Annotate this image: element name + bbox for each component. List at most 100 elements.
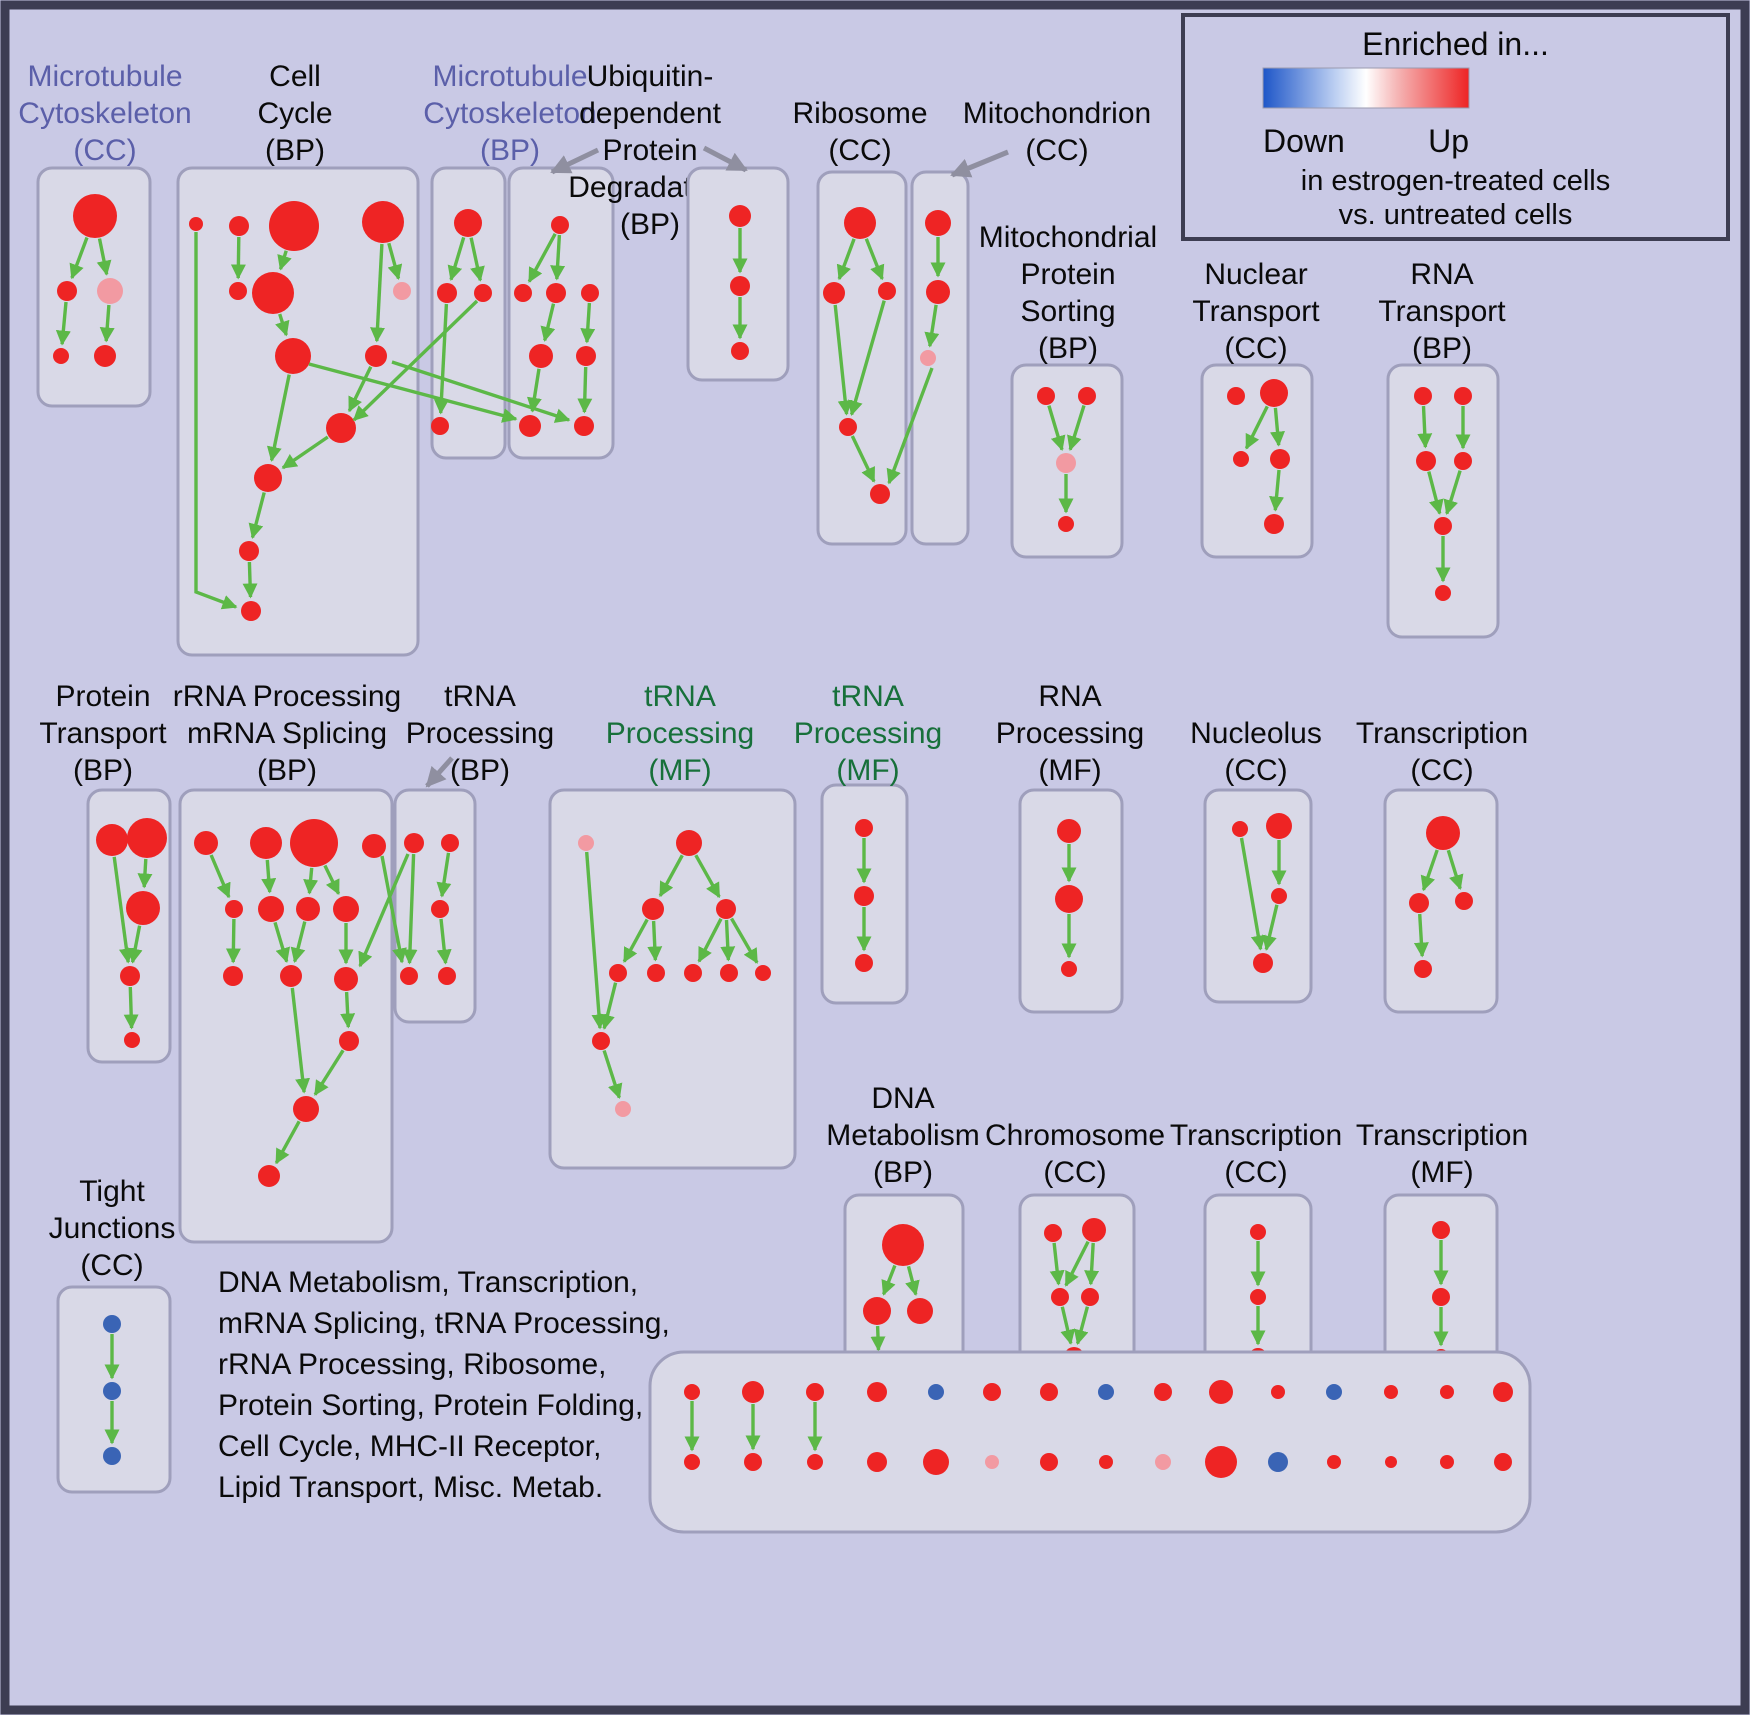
go-term-node bbox=[592, 1032, 610, 1050]
cluster-box bbox=[430, 166, 507, 460]
go-term-node bbox=[514, 284, 532, 302]
go-edge bbox=[1067, 404, 1086, 452]
go-term-node bbox=[1056, 453, 1076, 473]
go-term-node bbox=[326, 413, 356, 443]
go-term-node bbox=[1268, 1452, 1288, 1472]
go-term-node bbox=[53, 348, 69, 364]
go-edge bbox=[436, 918, 452, 965]
go-edge bbox=[261, 859, 277, 894]
go-term-node bbox=[126, 891, 160, 925]
go-term-node bbox=[1264, 514, 1284, 534]
go-term-node bbox=[441, 834, 459, 852]
cluster-label: Mitochondrion(CC) bbox=[963, 97, 1151, 167]
go-edge bbox=[526, 368, 542, 413]
go-term-node bbox=[94, 345, 116, 367]
go-edge bbox=[550, 234, 566, 281]
go-term-node bbox=[1409, 893, 1429, 913]
go-term-node bbox=[362, 201, 404, 243]
go-term-node bbox=[258, 1165, 280, 1187]
go-term-node bbox=[296, 897, 320, 921]
go-edge bbox=[281, 435, 329, 470]
go-edge bbox=[1073, 1306, 1090, 1345]
go-term-node bbox=[684, 1384, 700, 1400]
go-term-node bbox=[1271, 1385, 1285, 1399]
go-term-node bbox=[870, 484, 890, 504]
go-term-node bbox=[438, 967, 456, 985]
go-edge bbox=[1262, 904, 1279, 951]
go-edge bbox=[1084, 1242, 1100, 1286]
go-term-node bbox=[744, 1453, 762, 1471]
go-term-node bbox=[519, 415, 541, 437]
go-edge bbox=[602, 1049, 623, 1100]
go-edge bbox=[1047, 405, 1066, 452]
go-term-node bbox=[1426, 816, 1460, 850]
go-edge bbox=[242, 561, 258, 599]
go-term-node bbox=[103, 1315, 121, 1333]
go-term-node bbox=[878, 282, 896, 300]
go-edge bbox=[290, 987, 311, 1094]
go-term-node bbox=[581, 284, 599, 302]
legend-subtitle-line2: vs. untreated cells bbox=[1339, 199, 1573, 231]
go-term-node bbox=[1227, 387, 1245, 405]
go-term-node bbox=[1326, 1384, 1342, 1400]
go-edge bbox=[1417, 405, 1433, 449]
go-term-node bbox=[73, 194, 117, 238]
go-edge-cross bbox=[391, 360, 571, 423]
cluster-label: Ribosome(CC) bbox=[792, 97, 927, 167]
cluster-label: Transcription(MF) bbox=[1356, 1119, 1528, 1189]
go-edge-cross bbox=[886, 367, 934, 485]
go-term-node bbox=[1271, 888, 1287, 904]
go-term-node bbox=[229, 216, 249, 236]
cluster-box bbox=[36, 166, 152, 408]
go-term-node bbox=[755, 965, 771, 981]
go-term-node bbox=[1037, 387, 1055, 405]
cluster-box bbox=[1383, 788, 1499, 1014]
go-edge bbox=[905, 1265, 920, 1296]
go-edge bbox=[1446, 849, 1464, 891]
go-term-node bbox=[576, 346, 596, 366]
go-term-node bbox=[1414, 960, 1432, 978]
cluster-ribosome-cc: Ribosome(CC) bbox=[792, 97, 928, 546]
go-term-node bbox=[529, 344, 553, 368]
go-edge bbox=[850, 435, 876, 483]
legend-subtitle-line1: in estrogen-treated cells bbox=[1301, 165, 1611, 197]
go-edge bbox=[694, 854, 721, 899]
go-term-node bbox=[229, 282, 247, 300]
go-edge-cross bbox=[380, 855, 407, 964]
go-edge bbox=[1270, 407, 1285, 447]
go-term-node bbox=[1270, 449, 1290, 469]
go-term-node bbox=[1044, 1224, 1062, 1242]
go-term-node bbox=[609, 964, 627, 982]
go-edge bbox=[340, 991, 356, 1029]
go-term-node bbox=[241, 601, 261, 621]
go-term-node bbox=[1494, 1453, 1512, 1471]
go-edge bbox=[96, 238, 112, 276]
go-term-node bbox=[578, 835, 594, 851]
go-term-node bbox=[334, 967, 358, 991]
go-term-node bbox=[258, 896, 284, 922]
go-term-node bbox=[1432, 1221, 1450, 1239]
go-edge bbox=[69, 236, 89, 280]
go-term-node bbox=[985, 1455, 999, 1469]
go-edge bbox=[230, 236, 246, 280]
go-term-node bbox=[615, 1101, 631, 1117]
go-edge bbox=[99, 304, 115, 343]
go-term-node bbox=[1051, 1288, 1069, 1306]
go-term-node bbox=[647, 964, 665, 982]
go-term-node bbox=[807, 1454, 823, 1470]
go-term-node bbox=[393, 282, 411, 300]
cluster-transcription-mf: Transcription(MF) bbox=[1356, 1119, 1528, 1385]
go-term-node bbox=[1155, 1454, 1171, 1470]
